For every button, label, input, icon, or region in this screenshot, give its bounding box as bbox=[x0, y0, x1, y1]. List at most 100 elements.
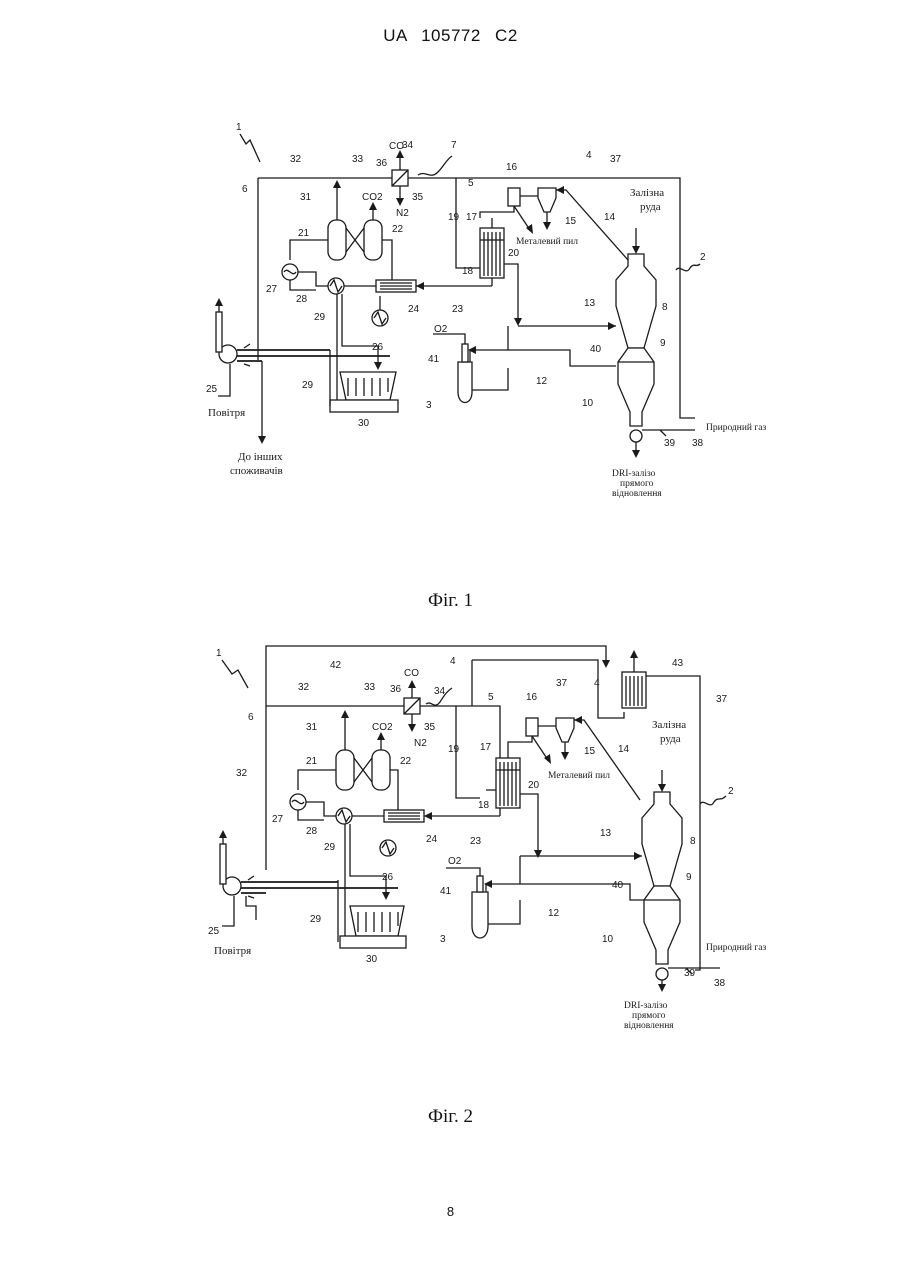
label-29b: 29 bbox=[302, 380, 314, 391]
label-7: 7 bbox=[451, 140, 457, 151]
figure-2-diagram: 1 42 CO 4 37 4 43 37 32 33 36 34 35 N2 6… bbox=[0, 630, 901, 1050]
label-4: 4 bbox=[586, 150, 592, 161]
label-34: 34 bbox=[434, 686, 446, 697]
label-4b: 4 bbox=[594, 678, 600, 689]
label-10: 10 bbox=[602, 934, 614, 945]
label-28: 28 bbox=[296, 294, 308, 305]
regenerator-22 bbox=[364, 220, 382, 260]
label-dri-3: відновлення bbox=[612, 489, 662, 499]
label-co2: CO2 bbox=[362, 192, 383, 203]
label-n2: N2 bbox=[414, 738, 427, 749]
label-12: 12 bbox=[536, 376, 548, 387]
label-24: 24 bbox=[408, 304, 420, 315]
label-26: 26 bbox=[382, 872, 394, 883]
label-38: 38 bbox=[714, 978, 726, 989]
label-32: 32 bbox=[298, 682, 310, 693]
label-natural-gas: Природний газ bbox=[706, 942, 766, 953]
label-co: CO bbox=[404, 668, 419, 679]
label-17: 17 bbox=[480, 742, 492, 753]
label-31: 31 bbox=[306, 722, 318, 733]
label-29: 29 bbox=[314, 312, 326, 323]
shaft-furnace-8 bbox=[642, 792, 682, 886]
label-39: 39 bbox=[684, 968, 696, 979]
label-13: 13 bbox=[584, 298, 596, 309]
label-14: 14 bbox=[604, 212, 616, 223]
label-air: Повітря bbox=[214, 945, 251, 957]
label-25: 25 bbox=[206, 384, 218, 395]
label-37: 37 bbox=[556, 678, 568, 689]
label-13: 13 bbox=[600, 828, 612, 839]
label-6: 6 bbox=[242, 184, 248, 195]
label-23: 23 bbox=[452, 304, 464, 315]
label-30: 30 bbox=[358, 418, 370, 429]
label-35: 35 bbox=[424, 722, 436, 733]
label-iron-ore-1: Залізна bbox=[630, 187, 664, 199]
label-26: 26 bbox=[372, 342, 384, 353]
label-23: 23 bbox=[470, 836, 482, 847]
label-9: 9 bbox=[686, 872, 692, 883]
label-16: 16 bbox=[526, 692, 538, 703]
gasifier-3 bbox=[472, 892, 488, 938]
cooling-zone-10 bbox=[618, 348, 654, 426]
label-34: 34 bbox=[402, 140, 414, 151]
label-40: 40 bbox=[612, 880, 624, 891]
label-dri-3: відновлення bbox=[624, 1021, 674, 1031]
dri-discharge bbox=[630, 430, 642, 442]
label-8: 8 bbox=[690, 836, 696, 847]
gasifier-3 bbox=[458, 362, 472, 403]
label-32b: 32 bbox=[236, 768, 248, 779]
label-8: 8 bbox=[662, 302, 668, 313]
absorber-21 bbox=[328, 220, 346, 260]
label-20: 20 bbox=[508, 248, 520, 259]
label-29b: 29 bbox=[310, 914, 322, 925]
label-15: 15 bbox=[584, 746, 596, 757]
label-dri-2: прямого bbox=[632, 1011, 666, 1021]
absorber-21 bbox=[336, 750, 354, 790]
label-41: 41 bbox=[440, 886, 452, 897]
label-37b: 37 bbox=[716, 694, 728, 705]
label-4a: 4 bbox=[450, 656, 456, 667]
label-18: 18 bbox=[462, 266, 474, 277]
regenerator-22 bbox=[372, 750, 390, 790]
label-6: 6 bbox=[248, 712, 254, 723]
label-iron-ore-2: руда bbox=[660, 733, 681, 745]
label-2: 2 bbox=[700, 252, 706, 263]
label-33: 33 bbox=[364, 682, 376, 693]
label-36: 36 bbox=[390, 684, 402, 695]
label-16: 16 bbox=[506, 162, 518, 173]
patent-header: UA 105772 C2 bbox=[0, 26, 901, 46]
label-27: 27 bbox=[272, 814, 284, 825]
dri-discharge bbox=[656, 968, 668, 980]
label-2: 2 bbox=[728, 786, 734, 797]
label-metal-dust: Металевий пил bbox=[548, 770, 610, 781]
label-35: 35 bbox=[412, 192, 424, 203]
label-14: 14 bbox=[618, 744, 630, 755]
label-iron-ore-1: Залізна bbox=[652, 719, 686, 731]
label-21: 21 bbox=[298, 228, 310, 239]
label-32: 32 bbox=[290, 154, 302, 165]
label-36: 36 bbox=[376, 158, 388, 169]
label-22: 22 bbox=[400, 756, 412, 767]
label-40: 40 bbox=[590, 344, 602, 355]
label-27: 27 bbox=[266, 284, 278, 295]
label-19: 19 bbox=[448, 744, 460, 755]
label-38: 38 bbox=[692, 438, 704, 449]
label-39: 39 bbox=[664, 438, 676, 449]
label-21: 21 bbox=[306, 756, 318, 767]
label-30: 30 bbox=[366, 954, 378, 965]
shaft-furnace-8 bbox=[616, 254, 656, 348]
scrubber-16 bbox=[526, 718, 538, 736]
label-n2: N2 bbox=[396, 208, 409, 219]
label-20: 20 bbox=[528, 780, 540, 791]
label-31: 31 bbox=[300, 192, 312, 203]
label-3: 3 bbox=[440, 934, 446, 945]
figure-1-caption: Фіг. 1 bbox=[0, 590, 901, 612]
label-natural-gas: Природний газ bbox=[706, 422, 766, 433]
label-43: 43 bbox=[672, 658, 684, 669]
label-dri-1: DRI-залізо bbox=[612, 469, 656, 479]
label-1: 1 bbox=[236, 122, 242, 133]
label-29: 29 bbox=[324, 842, 336, 853]
label-12: 12 bbox=[548, 908, 560, 919]
label-1: 1 bbox=[216, 648, 222, 659]
line-19 bbox=[456, 178, 480, 268]
